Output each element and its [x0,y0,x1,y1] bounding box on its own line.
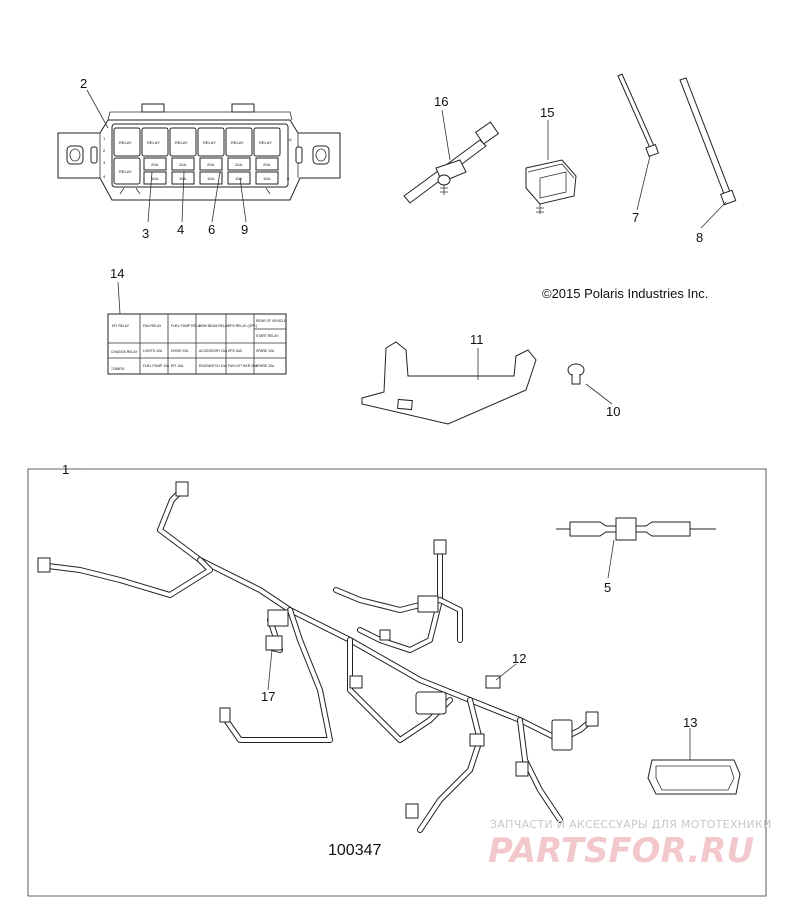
decal-cell: CHASSIS RELAY [111,350,138,354]
callout-8: 8 [696,230,703,245]
fuse-value: 10A [263,176,270,181]
callout-1: 1 [62,462,69,477]
main-wiring-harness [37,481,599,833]
fuse-value: 20A [235,162,242,167]
decal-cell: START RELAY [256,334,279,338]
decal-cell: FAN RELAY [143,324,162,328]
callout-11: 11 [470,332,484,347]
watermark-tagline: ЗАПЧАСТИ И АКСЕССУАРЫ ДЛЯ МОТОТЕХНИКИ [490,818,772,831]
callout-4: 4 [177,222,184,237]
decal-cell: EFI 10A [171,364,184,368]
fuse-value: 20A [151,162,158,167]
decal-cell: SPARE 10A [256,349,275,353]
callout-16: 16 [434,94,448,109]
figure-number: 100347 [328,842,381,859]
fuse-value: 10A [151,176,158,181]
leader-lines [70,89,727,760]
relay-slots: RELAY RELAY RELAY RELAY RELAY RELAY RELA… [113,127,281,185]
fuse-slots: 20A 20A 20A 20A 20A 10A 10A 10A 10A 10A [143,157,279,185]
watermark-logo: PARTSFOR.RU [488,831,754,871]
callout-15: 15 [540,105,554,120]
fuse-value: 20A [207,162,214,167]
decal-cell: REAR OF VEHICLE [256,319,287,323]
callout-5: 5 [604,580,611,595]
callout-12: 12 [512,651,526,666]
row-number: 2 [103,148,106,153]
side-mark: 16 [287,137,292,142]
callout-3: 3 [142,226,149,241]
relay-label: RELAY [203,140,216,145]
fuse-value: 20A [179,162,186,167]
relay-label: RELAY [259,140,272,145]
inline-fuse-holder-5 [556,517,716,541]
row-number: 4 [103,174,106,179]
row-number: 1 [103,136,106,141]
cable-tie-8 [679,77,737,206]
decal-cell: LOW BEAM RELAY [199,324,230,328]
relay-label: RELAY [119,169,132,174]
fuse-relay-box: RELAY RELAY RELAY RELAY RELAY RELAY RELA… [57,103,341,201]
callout-17: 17 [261,689,275,704]
decal-cell: FUEL PUMP RELAY [171,324,203,328]
callout-2: 2 [80,76,87,91]
decal-cell: DRIVE 20A [171,349,189,353]
decal-cell: EPS 30A [228,349,242,353]
push-pin-10 [567,363,585,385]
decal-cell: FUEL PUMP 10A [143,364,170,368]
callout-13: 13 [683,715,697,730]
fuse-cover-13 [647,759,741,795]
tie-strap-16 [403,121,500,204]
fuse-decal-14: EFI RELAY FAN RELAY FUEL PUMP RELAY LOW … [107,313,287,375]
cable-tie-7 [617,73,660,158]
decal-cell: EPS RELAY (OPT.) [228,324,257,328]
relay-label: RELAY [147,140,160,145]
decal-part-code: 7186676 [111,367,124,371]
relay-label: RELAY [119,140,132,145]
fuse-value: 20A [263,162,270,167]
decal-cell: LIGHTS 20A [143,349,163,353]
bracket-11 [361,341,537,425]
callout-9: 9 [241,222,248,237]
connector-15 [525,159,577,214]
callout-10: 10 [606,404,620,419]
row-number: 3 [103,160,106,165]
decal-cell: FAN CKT BKR 20A [228,364,258,368]
decal-cell: ACCESSORY 20A [199,349,228,353]
decal-cell: ENGSWITCH 10A [199,364,227,368]
fuse-value: 10A [207,176,214,181]
side-mark: 6 [287,176,290,181]
relay-label: RELAY [231,140,244,145]
relay-label: RELAY [175,140,188,145]
callout-7: 7 [632,210,639,225]
decal-cell: SPARE 20A [256,364,275,368]
copyright-text: ©2015 Polaris Industries Inc. [542,286,708,301]
callout-6: 6 [208,222,215,237]
callout-labels: 2 3 4 6 9 16 15 7 8 14 11 10 1 5 12 17 1… [62,76,703,730]
fuse-value: 10A [179,176,186,181]
callout-14: 14 [110,266,124,281]
decal-cell: EFI RELAY [112,324,130,328]
harness-frame [27,468,767,897]
fuse-value: 10A [235,176,242,181]
